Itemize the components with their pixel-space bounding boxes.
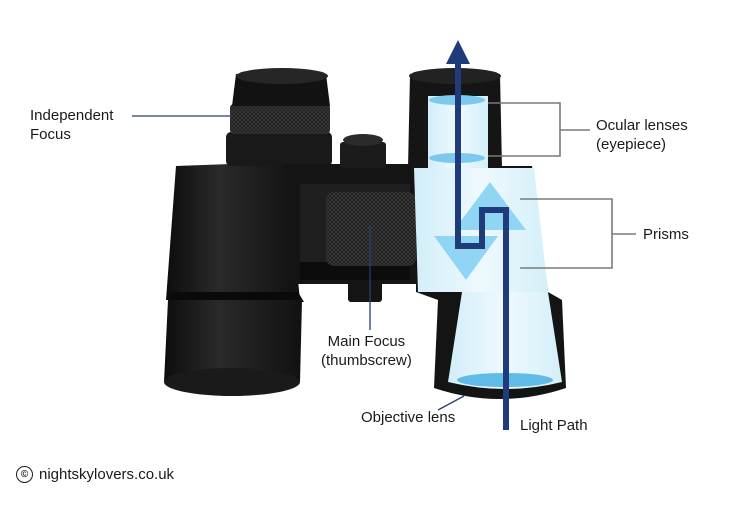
copyright-icon: © xyxy=(16,466,33,483)
credit-text: nightskylovers.co.uk xyxy=(39,466,175,483)
label-light-path: Light Path xyxy=(520,417,588,434)
left-eyepiece xyxy=(226,68,332,166)
credit-line: © nightskylovers.co.uk xyxy=(16,466,174,483)
leader-objective xyxy=(437,395,465,411)
left-barrel xyxy=(164,162,304,396)
label-ocular-lenses: Ocular lenses (eyepiece) xyxy=(596,117,688,153)
bracket-prisms xyxy=(520,198,636,269)
label-objective-lens: Objective lens xyxy=(361,409,456,426)
light-path xyxy=(446,40,509,430)
label-prisms: Prisms xyxy=(643,226,689,243)
bracket-ocular xyxy=(488,102,590,157)
main-focus-wheel xyxy=(326,134,416,302)
light-path-arrowhead xyxy=(446,40,470,64)
label-independent-focus: Independent Focus xyxy=(30,107,114,143)
label-main-focus: Main Focus (thumbscrew) xyxy=(321,333,412,369)
